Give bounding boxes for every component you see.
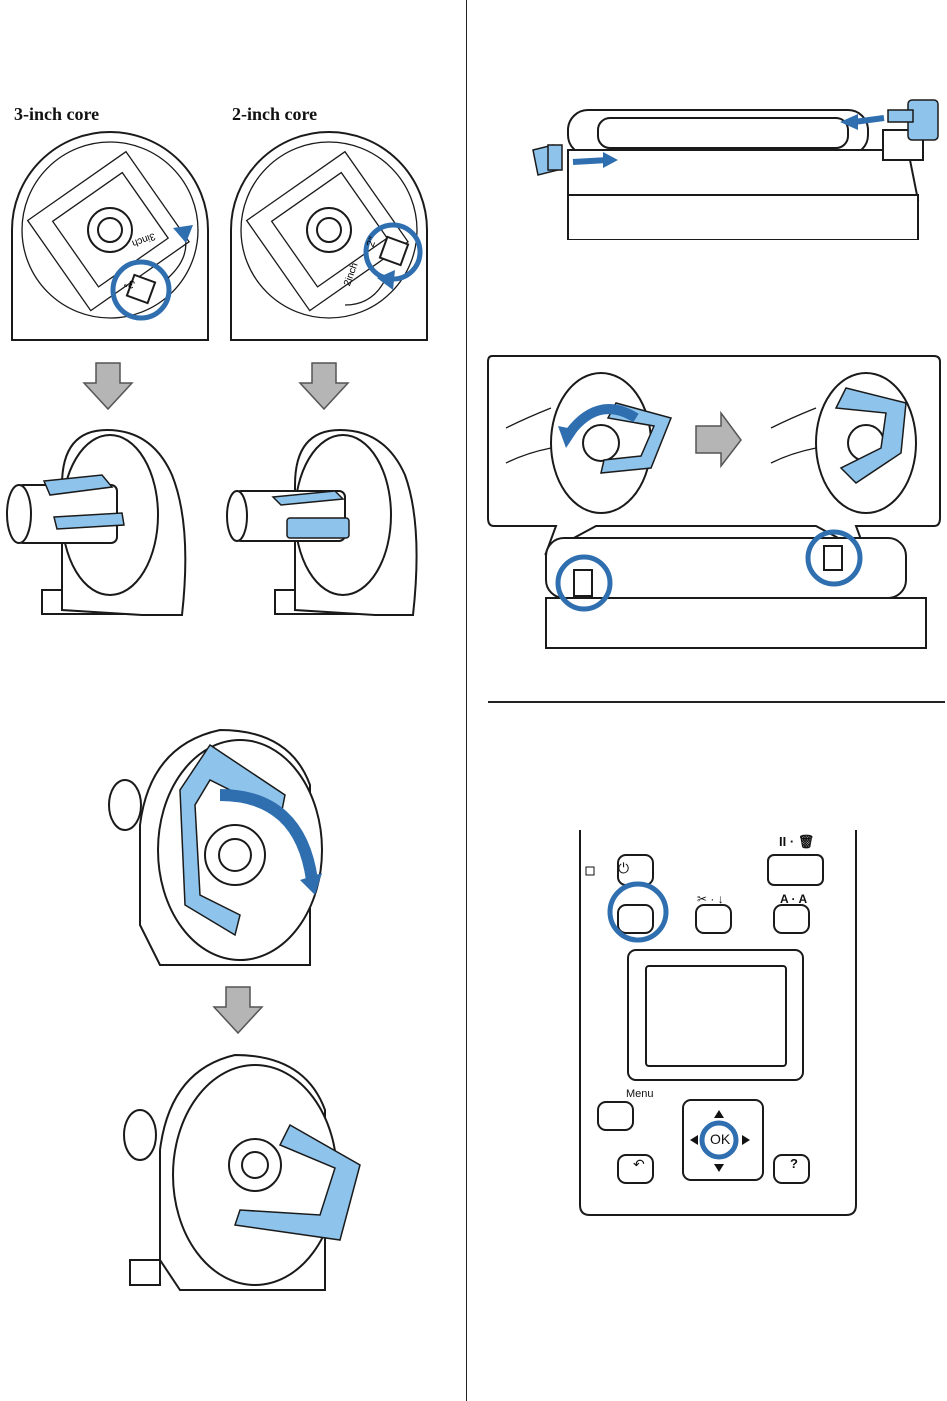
menu-button-label: Menu [626,1088,654,1100]
adapter-3inch-side-view [6,428,187,616]
printer-roll-insert [532,99,939,240]
down-arrow-icon [212,986,264,1035]
adapter-3inch-switch-mark: 3" [123,276,137,291]
adapter-2inch-side-view [226,428,418,616]
ok-button-label: OK [710,1131,731,1147]
back-icon: ↶ [633,1156,645,1172]
down-arrow-icon [298,362,350,411]
power-button-label: ⏻ [618,860,630,876]
down-arrow-icon [82,362,134,411]
aa-button-label: A · A [780,892,808,906]
adapter-lever-unlocked [108,728,323,966]
control-panel [579,830,857,1216]
adapter-2inch-switch-mark: 2" [365,235,380,249]
help-icon: ? [790,1156,798,1171]
column-divider [466,0,467,1401]
two-inch-core-label: 2-inch core [232,104,318,124]
adapter-lever-locked [123,1053,361,1291]
adapter-3inch-top-view: 3inch 3" [11,131,209,341]
cut-button-label: ✂ · ↓ [697,892,724,906]
three-inch-core-label: 3-inch core [14,104,100,124]
pause-button-label: II · 🗑 [779,834,815,849]
section-divider [488,701,945,703]
printer-adapter-lock-callout [487,355,941,649]
adapter-2inch-top-view: 2inch 2" [230,131,428,341]
